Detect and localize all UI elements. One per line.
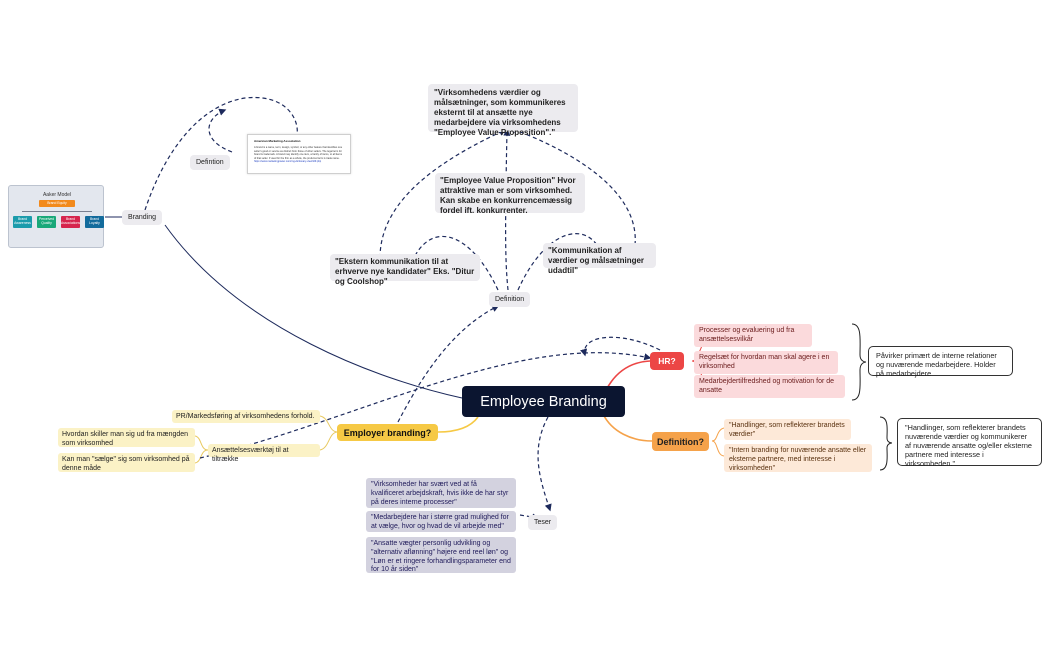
arrow-definition-kommunikation <box>517 233 601 291</box>
employer-pr[interactable]: PR/Markedsføring af virksomhedens forhol… <box>172 410 320 423</box>
central-topic[interactable]: Employee Branding <box>462 386 625 417</box>
aaker-box-quality: Perceived Quality <box>37 216 56 228</box>
teser-topic[interactable]: Teser <box>528 515 558 530</box>
arrow-kan-hr <box>199 352 652 459</box>
defintion-topic[interactable]: Defintion <box>190 155 230 170</box>
branch-line-employer-items <box>319 415 339 451</box>
aaker-brand-equity: Brand Equity <box>39 200 75 207</box>
definition-item-intern[interactable]: "Intern branding for nuværende ansatte e… <box>724 444 872 472</box>
hr-topic[interactable]: HR? <box>650 352 684 370</box>
definition-main-topic[interactable]: Definition? <box>652 432 709 451</box>
branch-line-definition <box>602 413 653 442</box>
evp-quote[interactable]: "Virksomhedens værdier og målsætninger, … <box>428 84 578 137</box>
arrow-hr-loop <box>580 336 661 357</box>
hr-item-medarbejdertilfredshed[interactable]: Medarbejdertilfredshed og motivation for… <box>694 375 845 398</box>
ama-link[interactable]: https://www.marketingpower.com/mg-dictio… <box>254 160 322 163</box>
aaker-model-image: Aaker Model Brand Equity Brand Awareness… <box>8 185 104 248</box>
hr-item-regelsaet[interactable]: Regelsæt for hvordan man skal agere i en… <box>694 351 838 374</box>
ama-heading: American Marketing Association <box>254 139 301 143</box>
brackets <box>851 323 893 471</box>
aaker-model-title: Aaker Model <box>42 192 72 198</box>
employer-ansaettelse[interactable]: Ansættelsesværktøj til at tiltrække <box>208 444 320 463</box>
arrow-defintion-loop <box>208 108 233 153</box>
ama-definition-image: American Marketing Association A brand i… <box>247 134 351 174</box>
arrow-central-teser <box>537 416 552 512</box>
evp-explained[interactable]: "Employee Value Proposition" Hvor attrak… <box>435 173 585 215</box>
employer-hvordan[interactable]: Hvordan skiller man sig ud fra mængden s… <box>58 428 195 447</box>
teser-item-ansatte[interactable]: "Ansatte vægter personlig udvikling og "… <box>366 537 516 573</box>
definition-summary[interactable]: "Handlinger, som reflekterer brandets nu… <box>897 418 1042 468</box>
arrow-definition-top <box>503 128 511 291</box>
aaker-box-awareness: Brand Awareness <box>13 216 32 228</box>
branch-line-branding <box>164 224 463 399</box>
branding-topic[interactable]: Branding <box>122 210 163 225</box>
aaker-connector <box>22 211 92 212</box>
kommunikation-udadtil[interactable]: "Kommunikation af værdier og målsætninge… <box>543 243 656 275</box>
bracket-hr <box>851 323 867 401</box>
aaker-box-loyalty: Brand Loyalty <box>85 216 104 228</box>
hr-item-processer[interactable]: Processer og evaluering ud fra ansættels… <box>694 324 812 347</box>
employer-branding-topic[interactable]: Employer branding? <box>337 424 438 441</box>
ama-body: A brand is a name, term, design, symbol,… <box>254 146 343 160</box>
hr-summary[interactable]: Påvirker primært de interne relationer o… <box>868 346 1013 378</box>
dashed-arrows <box>144 97 661 521</box>
teser-item-medarbejdere[interactable]: "Medarbejdere har i større grad mulighed… <box>366 511 516 532</box>
branch-line-definition-items <box>711 427 725 457</box>
definition-item-handlinger[interactable]: "Handlinger, som reflekterer brandets væ… <box>724 419 851 440</box>
ekstern-kommunikation[interactable]: "Ekstern kommunikation til at erhverve n… <box>330 254 480 286</box>
teser-item-virksomheder[interactable]: "Virksomheder har svært ved at få kvalif… <box>366 478 516 508</box>
branch-lines <box>105 216 725 464</box>
aaker-box-associations: Brand Associations <box>61 216 80 228</box>
arrow-branding-definition <box>144 97 298 211</box>
arrow-definition-ekstern <box>410 235 499 291</box>
branch-line-employer-subitems <box>194 435 209 464</box>
arrow-ekstern-quote <box>379 129 507 259</box>
arrow-employer-definition <box>397 305 500 423</box>
employer-kan[interactable]: Kan man "sælge" sig som virksomhed på de… <box>58 453 195 472</box>
branch-line-employer <box>437 416 479 433</box>
definition-topic[interactable]: Definition <box>489 292 531 307</box>
bracket-definition <box>879 416 893 471</box>
